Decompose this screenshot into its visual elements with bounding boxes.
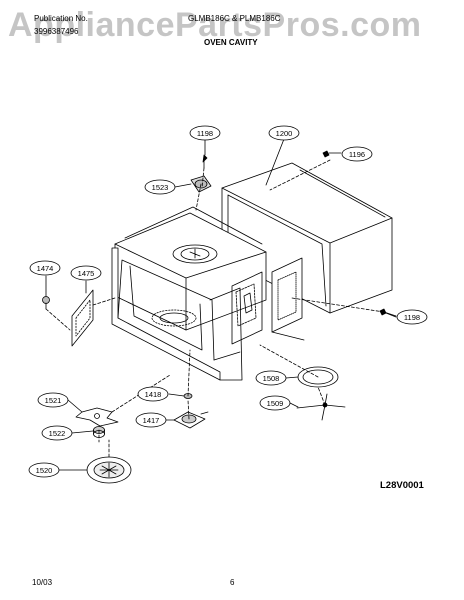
part-label-1198-top: 1198	[197, 129, 213, 138]
callout-labels: 1198 1200 1196 1523 1474 1475 1198 1508 …	[36, 129, 420, 475]
guide-lines	[45, 159, 385, 458]
coupler-1521	[75, 407, 119, 427]
callout-oval-1509	[259, 395, 291, 411]
tray-1520	[86, 456, 132, 484]
callout-oval-1475	[70, 265, 102, 281]
part-label-1418: 1418	[145, 390, 162, 399]
callout-oval-1418	[137, 386, 169, 402]
part-label-1475: 1475	[78, 269, 95, 278]
callout-oval-1200	[268, 125, 300, 141]
callout-oval-1417	[135, 412, 167, 428]
screw-1198-top	[202, 154, 208, 169]
cover-1475	[71, 289, 94, 347]
part-label-1509: 1509	[267, 399, 284, 408]
part-label-1474: 1474	[37, 264, 54, 273]
part-label-1508: 1508	[263, 374, 280, 383]
callout-oval-1523	[144, 179, 176, 195]
motor-1417	[173, 411, 209, 429]
part-label-1200: 1200	[276, 129, 293, 138]
screw-1474	[42, 296, 50, 310]
part-label-1198-right: 1198	[404, 313, 420, 322]
callout-oval-1508	[255, 370, 287, 386]
part-label-1417: 1417	[143, 416, 160, 425]
leader-lines	[45, 138, 397, 471]
part-label-1520: 1520	[36, 466, 53, 475]
callout-oval-1520	[28, 462, 60, 478]
callout-oval-1522	[41, 425, 73, 441]
callout-oval-1474	[29, 260, 61, 276]
part-label-1196: 1196	[349, 150, 365, 159]
section-title: OVEN CAVITY	[204, 38, 258, 47]
footer-page-number: 6	[230, 578, 235, 587]
part-callouts	[28, 125, 428, 478]
watermark: AppliancePartsPros.com	[8, 6, 422, 44]
callout-oval-1198-top	[189, 125, 221, 141]
oven-cavity	[111, 206, 305, 381]
footer-date: 10/03	[32, 578, 53, 587]
roller-guide-1509	[296, 393, 346, 421]
callout-oval-1198-right	[396, 309, 428, 325]
model-numbers: GLMB186C & PLMB186C	[188, 14, 281, 23]
part-label-1523: 1523	[152, 183, 169, 192]
screw-1196	[322, 150, 330, 158]
screw-1198-right	[379, 308, 397, 317]
callout-oval-1196	[341, 146, 373, 162]
publication-number: 3996387496	[34, 27, 79, 36]
diagram-code: L28V0001	[380, 480, 424, 491]
part-label-1521: 1521	[45, 396, 62, 405]
publication-label: Publication No.	[34, 14, 88, 23]
callout-oval-1521	[37, 392, 69, 408]
part-label-1522: 1522	[49, 429, 66, 438]
